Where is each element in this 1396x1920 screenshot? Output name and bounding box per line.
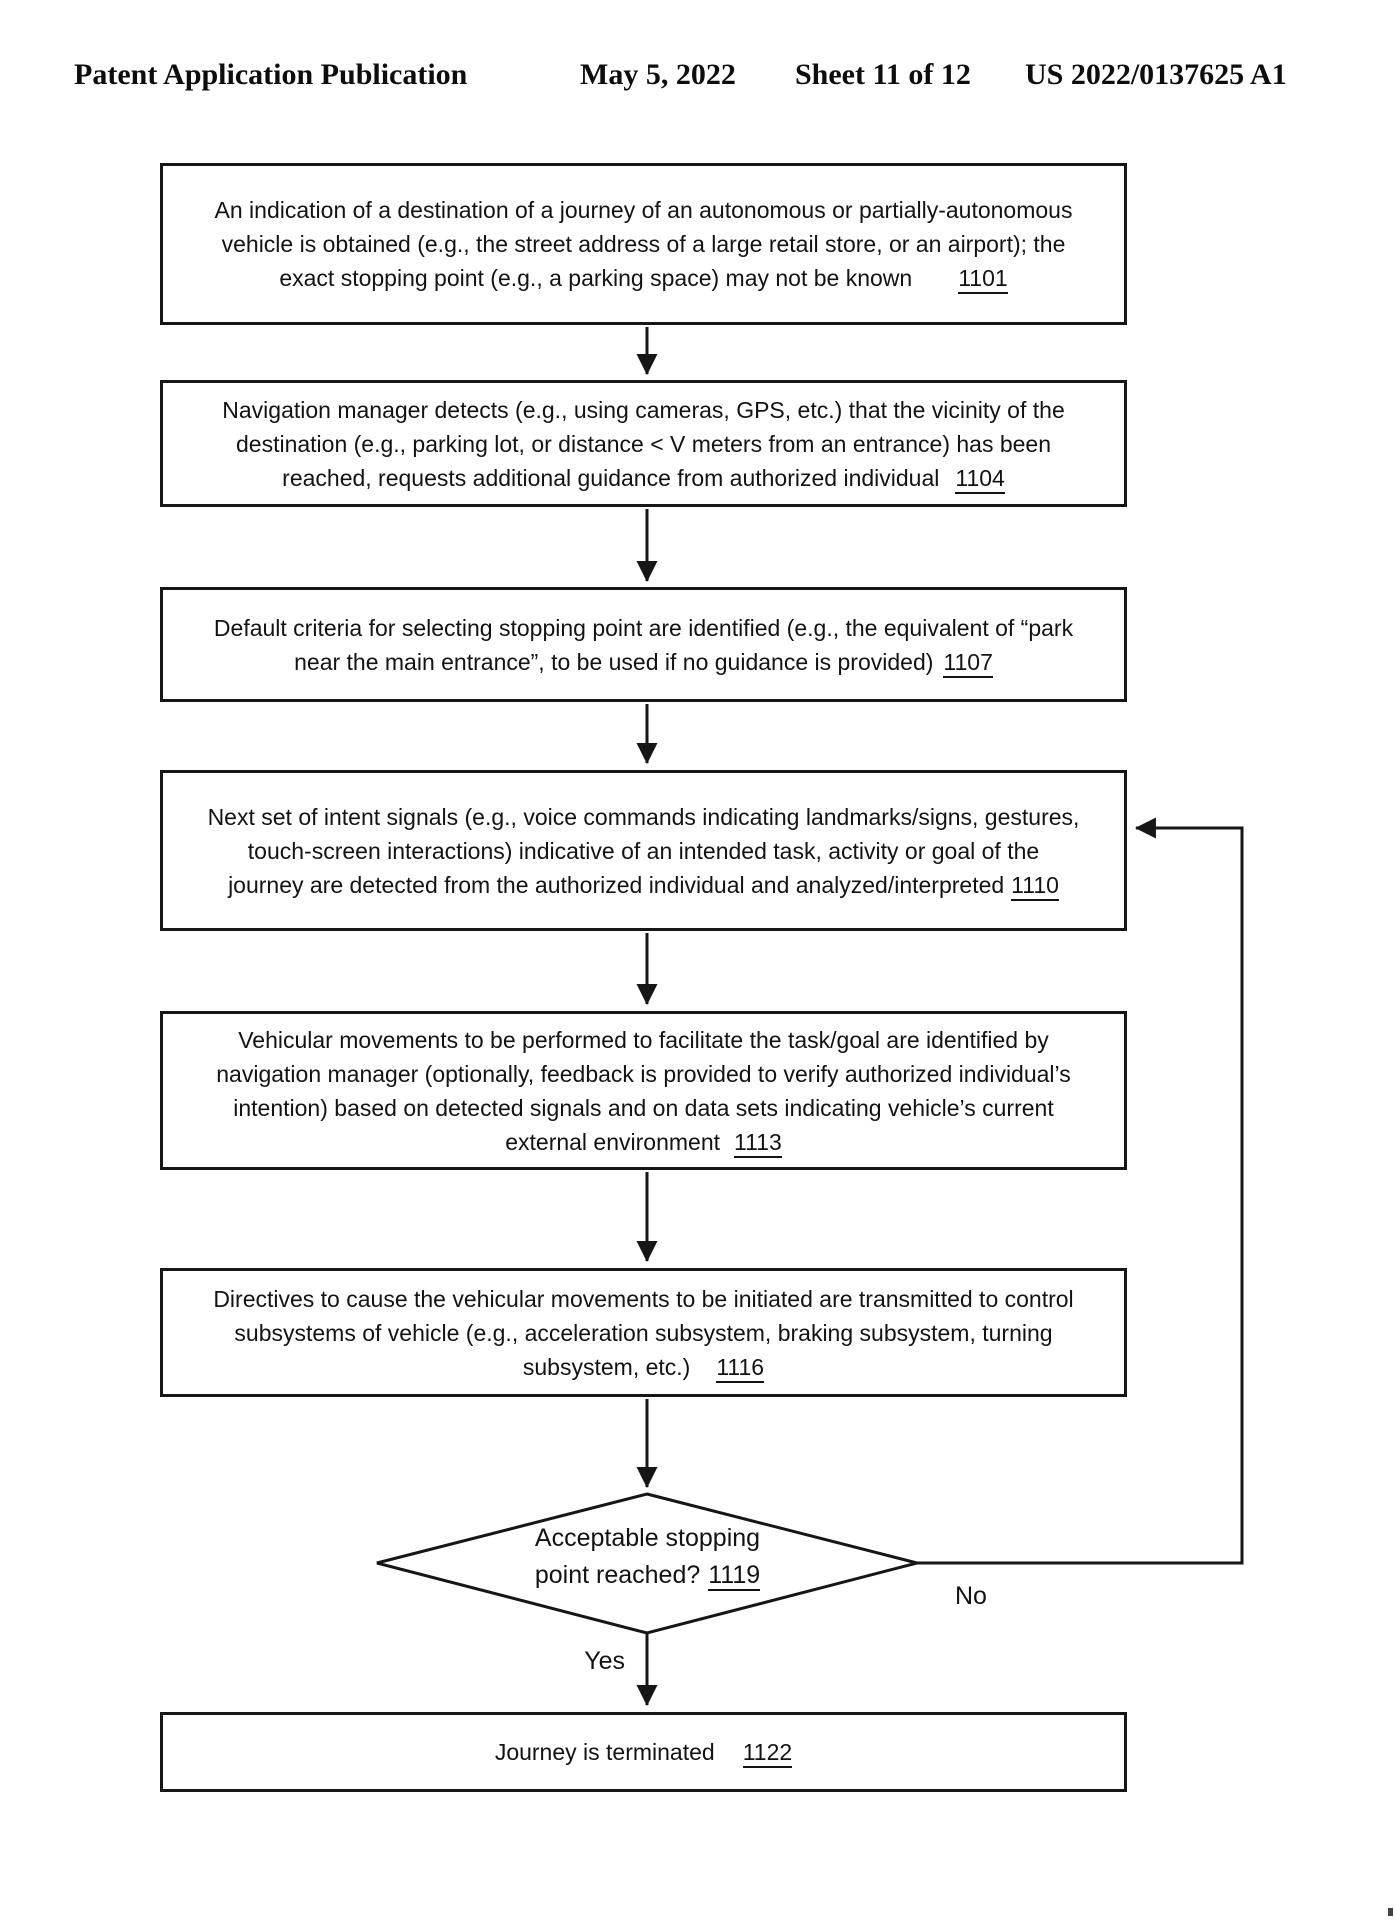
reference-numeral: 1113 bbox=[734, 1129, 782, 1158]
connector-no-feedback-1119-1110 bbox=[917, 817, 1244, 1565]
box-text-line: destination (e.g., parking lot, or dista… bbox=[235, 430, 1052, 457]
reference-numeral: 1116 bbox=[716, 1354, 765, 1383]
box-text-line: vehicle is obtained (e.g., the street ad… bbox=[221, 231, 1066, 257]
header-date: May 5, 2022 bbox=[580, 58, 736, 91]
header-publication-title: Patent Application Publication bbox=[74, 58, 468, 91]
box-text-line: Vehicular movements to be performed to f… bbox=[238, 1026, 1049, 1053]
box-text-line: Next set of intent signals (e.g., voice … bbox=[207, 803, 1080, 830]
flow-box-1107: Default criteria for selecting stopping … bbox=[160, 587, 1127, 702]
box-text-line: subsystems of vehicle (e.g., acceleratio… bbox=[234, 1319, 1053, 1346]
reference-numeral: 1104 bbox=[955, 465, 1005, 494]
header-patent-number: US 2022/0137625 A1 bbox=[1025, 58, 1287, 91]
box-text-line: An indication of a destination of a jour… bbox=[214, 197, 1073, 223]
flow-box-1110: Next set of intent signals (e.g., voice … bbox=[160, 770, 1127, 931]
decision-diamond-1119: Acceptable stopping point reached?1119 bbox=[460, 1520, 835, 1594]
box-text-line: Directives to cause the vehicular moveme… bbox=[213, 1285, 1074, 1312]
yes-branch-label: Yes bbox=[584, 1647, 625, 1675]
box-text-line: Navigation manager detects (e.g., using … bbox=[222, 396, 1065, 423]
flow-box-1101: An indication of a destination of a jour… bbox=[160, 163, 1127, 325]
box-text-line: reached, requests additional guidance fr… bbox=[282, 461, 1005, 495]
box-text-line: Default criteria for selecting stopping … bbox=[213, 614, 1074, 641]
scan-artifact bbox=[1388, 1908, 1393, 1916]
box-text-line: subsystem, etc.)1116 bbox=[523, 1350, 765, 1384]
box-text-line: Acceptable stopping bbox=[534, 1524, 761, 1552]
header-sheet-number: Sheet 11 of 12 bbox=[795, 58, 971, 91]
box-text-line: navigation manager (optionally, feedback… bbox=[216, 1060, 1071, 1087]
reference-numeral: 1122 bbox=[742, 1739, 793, 1768]
box-text-line: intention) based on detected signals and… bbox=[233, 1094, 1054, 1121]
reference-numeral: 1107 bbox=[943, 649, 993, 678]
box-text-line: exact stopping point (e.g., a parking sp… bbox=[279, 261, 1008, 295]
no-branch-label: No bbox=[955, 1582, 987, 1610]
reference-numeral: 1110 bbox=[1011, 872, 1059, 901]
flow-box-1116: Directives to cause the vehicular moveme… bbox=[160, 1268, 1127, 1397]
box-text-line: touch-screen interactions) indicative of… bbox=[247, 837, 1040, 864]
flow-box-1113: Vehicular movements to be performed to f… bbox=[160, 1011, 1127, 1170]
reference-numeral: 1101 bbox=[958, 265, 1008, 294]
flow-box-1104: Navigation manager detects (e.g., using … bbox=[160, 380, 1127, 507]
box-text-line: near the main entrance”, to be used if n… bbox=[294, 645, 993, 679]
reference-numeral: 1119 bbox=[708, 1561, 761, 1591]
box-text-line: journey are detected from the authorized… bbox=[228, 868, 1059, 902]
box-text-line: point reached?1119 bbox=[534, 1561, 761, 1591]
